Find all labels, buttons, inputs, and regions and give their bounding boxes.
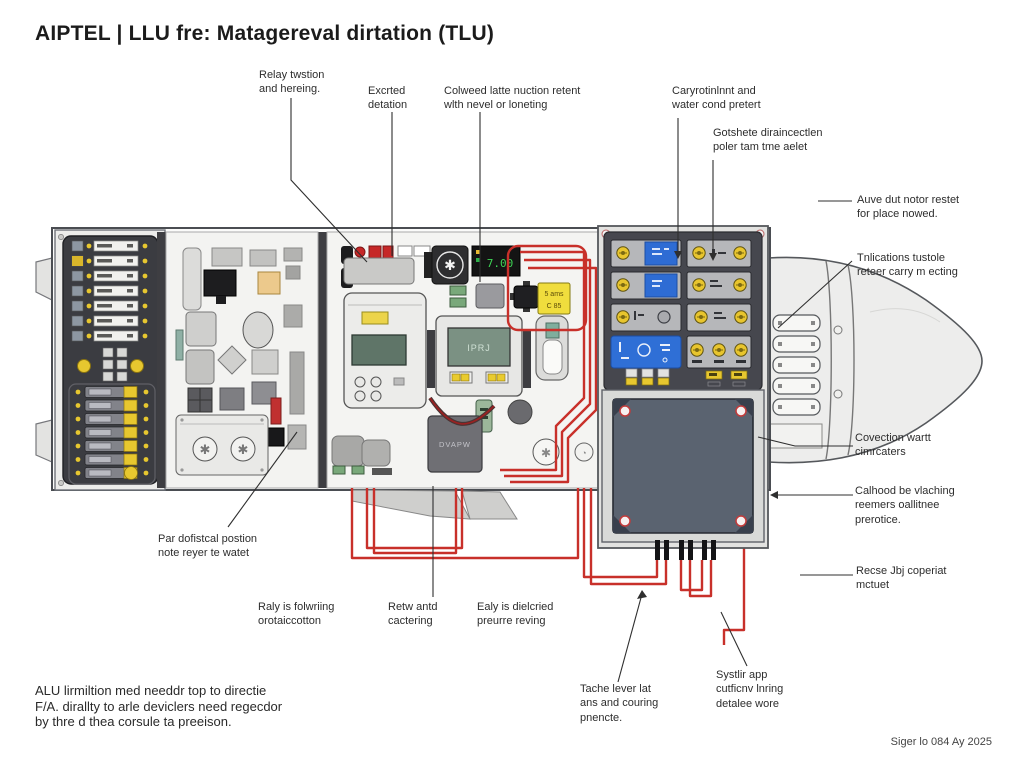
label-colweed: Colweed latte nuction retent wlth nevel … [444,85,581,112]
round-component [507,399,533,425]
footer-caption: Siger lo 084 Ay 2025 [890,736,992,748]
lcd-text: IPRJ [467,343,491,353]
vent-grille [772,314,821,416]
cross-component [510,281,542,312]
label-gotshete: Gotshete diraincectlen poler tam tme ael… [713,127,823,154]
yellow-icon [72,256,83,266]
indicator-row [625,368,748,387]
label-relay: Relay twstion and hereing. [259,69,325,96]
label-par: Par dofistcal postion note reyer te wate… [158,533,258,560]
blue-subpanel [610,335,682,369]
fan-unit: ✱ ✱ [175,414,269,476]
power-module: DVAPW [427,415,483,473]
corner-screw [735,515,747,527]
circuit-board-section-2: ✱ 7.00 5 ams C 85 [326,231,599,489]
fan-module: ✱ [431,245,469,285]
label-calhood: Calhood be vlaching reemers oallitnee pr… [855,485,955,526]
lcd-device [343,292,427,409]
badge-line1: 5 ams [544,291,564,298]
wire-stubs [655,540,716,560]
left-fin-lower [35,419,53,463]
red-cap [354,246,366,258]
label-ealy: Ealy is dielcried preurre reving [477,601,554,628]
label-raly: Raly is folwriing orotaiccotton [258,601,335,628]
middle-icon-cluster [77,347,144,382]
svg-text:✱: ✱ [238,442,249,457]
digital-display: 7.00 [471,245,521,277]
motor-cap [532,438,560,466]
fuse-rows [75,386,149,480]
label-excrted: Excrted detation [368,85,408,112]
label-tnlications: Tnlications tustole reteer carry m ectin… [857,252,958,279]
display-reading: 7.00 [487,257,514,270]
red-wiring [350,244,746,645]
badge-line2: C 85 [547,303,562,310]
svg-text:◔: ◔ [581,448,586,458]
nose-ledge [769,423,823,449]
svg-text:✱: ✱ [200,442,211,457]
yellow-badge: 5 ams C 85 [537,282,571,315]
page-title: AIPTEL | LLU fre: Matagereval dirtation … [35,22,495,45]
label-retw: Retw antd cactering [388,601,438,628]
label-systlir: Systlir app cutficnv lnring detalee wore [716,669,784,710]
svg-text:✱: ✱ [444,257,456,273]
section-divider [157,232,166,488]
left-connector-panel [54,229,166,491]
label-recse: Recse Jbj coperiat mctuet [856,565,947,592]
footnote: ALU lirmiltion med needdr top to directi… [35,683,283,730]
label-auve: Auve dut notor restet for place nowed. [857,194,960,221]
leader-lines [227,98,853,683]
circuit-board-section-1: ✱ ✱ [165,231,319,489]
under-fins [351,489,518,520]
control-module: IPRJ [427,315,531,397]
corner-screw [735,405,747,417]
section-divider [318,232,327,488]
connector-slot-rows [71,240,148,342]
cover-plate [601,389,765,560]
label-covection: Covection wartt cimrcaters [855,432,931,459]
label-tache: Tache lever lat ans and couring pnencte. [580,683,659,724]
nose-cone [767,256,983,464]
svg-text:✱: ✱ [541,446,551,460]
corner-screw [619,405,631,417]
gauge-knob [616,246,630,260]
blue-display [644,273,678,298]
module-code: DVAPW [439,440,471,449]
label-caryrotinlnnt: Caryrotinlnnt and water cond pretert [672,85,761,112]
bottle-component [535,315,569,381]
corner-screw [619,515,631,527]
left-fin-upper [35,257,53,301]
red-component [270,397,282,425]
